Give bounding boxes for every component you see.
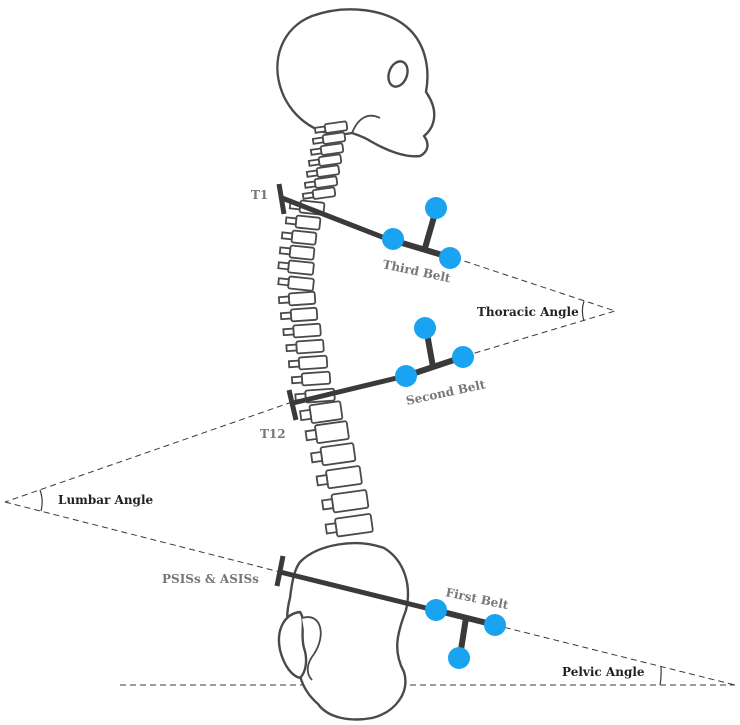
- vertebra-body: [313, 175, 339, 189]
- vertebra-body: [292, 322, 322, 339]
- thoracic-upper-line: [454, 257, 616, 312]
- vertebra-process: [277, 277, 290, 287]
- thoracic-lower-line: [464, 310, 616, 357]
- second-belt-marker-rear: [395, 365, 417, 387]
- second-belt-end-cap: [286, 389, 299, 421]
- third-belt-marker-top: [425, 197, 447, 219]
- labels: T1 Third Belt Thoracic Angle Second Belt…: [58, 188, 645, 679]
- vertebra-body: [315, 164, 341, 178]
- third-belt: [276, 183, 461, 269]
- vertebra-body: [319, 442, 357, 467]
- vertebra-process: [280, 231, 294, 241]
- vertebra-process: [284, 216, 298, 226]
- vertebra-process: [310, 450, 324, 464]
- vertebra-process: [299, 408, 313, 422]
- second-belt: [286, 317, 474, 421]
- pelvic-angle-label: Pelvic Angle: [562, 665, 645, 679]
- vertebra-body: [287, 275, 315, 292]
- vertebra-process: [321, 498, 335, 511]
- skull-outline: [276, 8, 436, 158]
- vertebra-body: [319, 142, 345, 156]
- vertebra-body: [295, 338, 325, 355]
- vertebra-body: [330, 489, 370, 514]
- reference-lines: [4, 257, 736, 686]
- vertebra-process: [315, 474, 329, 487]
- pelvic-belt-line: [494, 624, 736, 686]
- third-belt-marker-rear: [382, 228, 404, 250]
- vertebra-body: [334, 513, 374, 538]
- first-belt-end-cap: [274, 555, 286, 587]
- vertebra-process: [311, 136, 325, 145]
- vertebra-process: [287, 359, 301, 369]
- vertebra-body: [323, 120, 349, 134]
- first-belt-label: First Belt: [444, 585, 510, 612]
- first-belt-marker-bottom: [448, 647, 470, 669]
- second-belt-marker-front: [452, 346, 474, 368]
- vertebra-process: [309, 147, 323, 156]
- t12-label: T12: [260, 427, 286, 441]
- vertebra-body: [289, 306, 319, 323]
- first-belt-marker-front: [484, 614, 506, 636]
- third-belt-end-cap: [276, 183, 287, 215]
- vertebra-body: [325, 465, 363, 490]
- pelvis-inner-curve: [301, 616, 322, 681]
- lumbar-angle-arc: [39, 489, 43, 512]
- vertebra-process: [303, 180, 317, 189]
- vertebra-process: [282, 327, 295, 337]
- thoracic-angle-label: Thoracic Angle: [477, 305, 579, 319]
- lumbar-lower-line: [4, 501, 281, 573]
- vertebra-process: [279, 311, 293, 321]
- first-belt-marker-rear: [425, 599, 447, 621]
- vertebra-process: [313, 125, 327, 134]
- psis-asis-label: PSISs & ASISs: [162, 572, 259, 586]
- vertebra-process: [290, 375, 304, 385]
- vertebra-body: [288, 244, 316, 261]
- vertebra-body: [287, 290, 317, 307]
- vertebra-process: [285, 343, 298, 353]
- vertebra-body: [287, 259, 315, 276]
- thoracic-angle-arc: [581, 300, 585, 322]
- vertebra-process: [305, 169, 319, 178]
- second-belt-bar: [290, 373, 408, 406]
- vertebra-process: [277, 295, 291, 305]
- pelvis-ischium: [277, 610, 308, 680]
- second-belt-marker-top: [414, 317, 436, 339]
- spine: [277, 120, 374, 538]
- vertebra-process: [278, 246, 292, 256]
- vertebra-body: [311, 186, 337, 200]
- vertebra-process: [307, 158, 321, 167]
- eye-socket: [387, 60, 409, 88]
- pelvic-angle-arc: [659, 666, 662, 686]
- t1-label: T1: [251, 188, 268, 202]
- third-belt-bar: [279, 195, 393, 243]
- jaw-line: [351, 114, 381, 134]
- first-belt-bar: [277, 569, 437, 613]
- vertebra-body: [290, 229, 318, 246]
- pelvis: [277, 542, 410, 721]
- first-belt: [274, 555, 506, 669]
- vertebra-body: [321, 131, 347, 145]
- vertebra-process: [277, 261, 290, 271]
- lumbar-upper-line: [4, 401, 293, 503]
- vertebra-process: [301, 191, 315, 200]
- vertebra-body: [297, 354, 329, 371]
- vertebra-body: [294, 214, 322, 231]
- vertebra-body: [314, 420, 350, 444]
- vertebra-process: [324, 522, 338, 535]
- angle-arcs: [39, 300, 662, 686]
- third-belt-marker-front: [439, 247, 461, 269]
- vertebra-body: [308, 400, 344, 424]
- vertebra-body: [300, 370, 332, 387]
- vertebra-process: [304, 428, 318, 442]
- lumbar-angle-label: Lumbar Angle: [58, 493, 154, 507]
- vertebra-body: [317, 153, 343, 167]
- second-belt-label: Second Belt: [405, 377, 487, 408]
- skull: [276, 8, 436, 158]
